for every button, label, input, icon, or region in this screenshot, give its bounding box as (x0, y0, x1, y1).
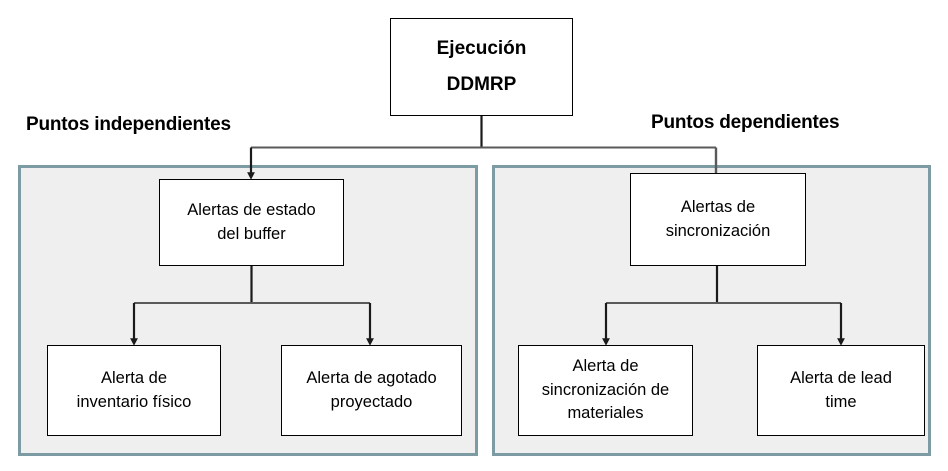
node-alertas-estado-buffer[interactable]: Alertas de estado del buffer (159, 179, 344, 266)
group-title-dependientes: Puntos dependientes (651, 112, 840, 133)
node-label: Alertas de estado del buffer (187, 200, 316, 243)
node-alerta-lead-time[interactable]: Alerta de lead time (757, 345, 925, 436)
node-alerta-sincronizacion-materiales[interactable]: Alerta de sincronización de materiales (518, 345, 693, 436)
node-label: Alerta de sincronización de materiales (541, 356, 670, 423)
node-alerta-inventario-fisico[interactable]: Alerta de inventario físico (47, 345, 221, 436)
node-label: Alerta de inventario físico (76, 368, 192, 411)
node-label: Alerta de agotado proyectado (306, 368, 437, 411)
group-title-independientes: Puntos independientes (26, 114, 231, 135)
node-label: Alerta de lead time (790, 368, 892, 411)
node-alertas-sincronizacion[interactable]: Alertas de sincronización (630, 173, 806, 266)
node-label: Alertas de sincronización (665, 197, 771, 240)
node-label: Ejecución DDMRP (436, 37, 527, 95)
node-ejecucion-ddmrp[interactable]: Ejecución DDMRP (390, 18, 573, 116)
node-alerta-agotado-proyectado[interactable]: Alerta de agotado proyectado (281, 345, 462, 436)
